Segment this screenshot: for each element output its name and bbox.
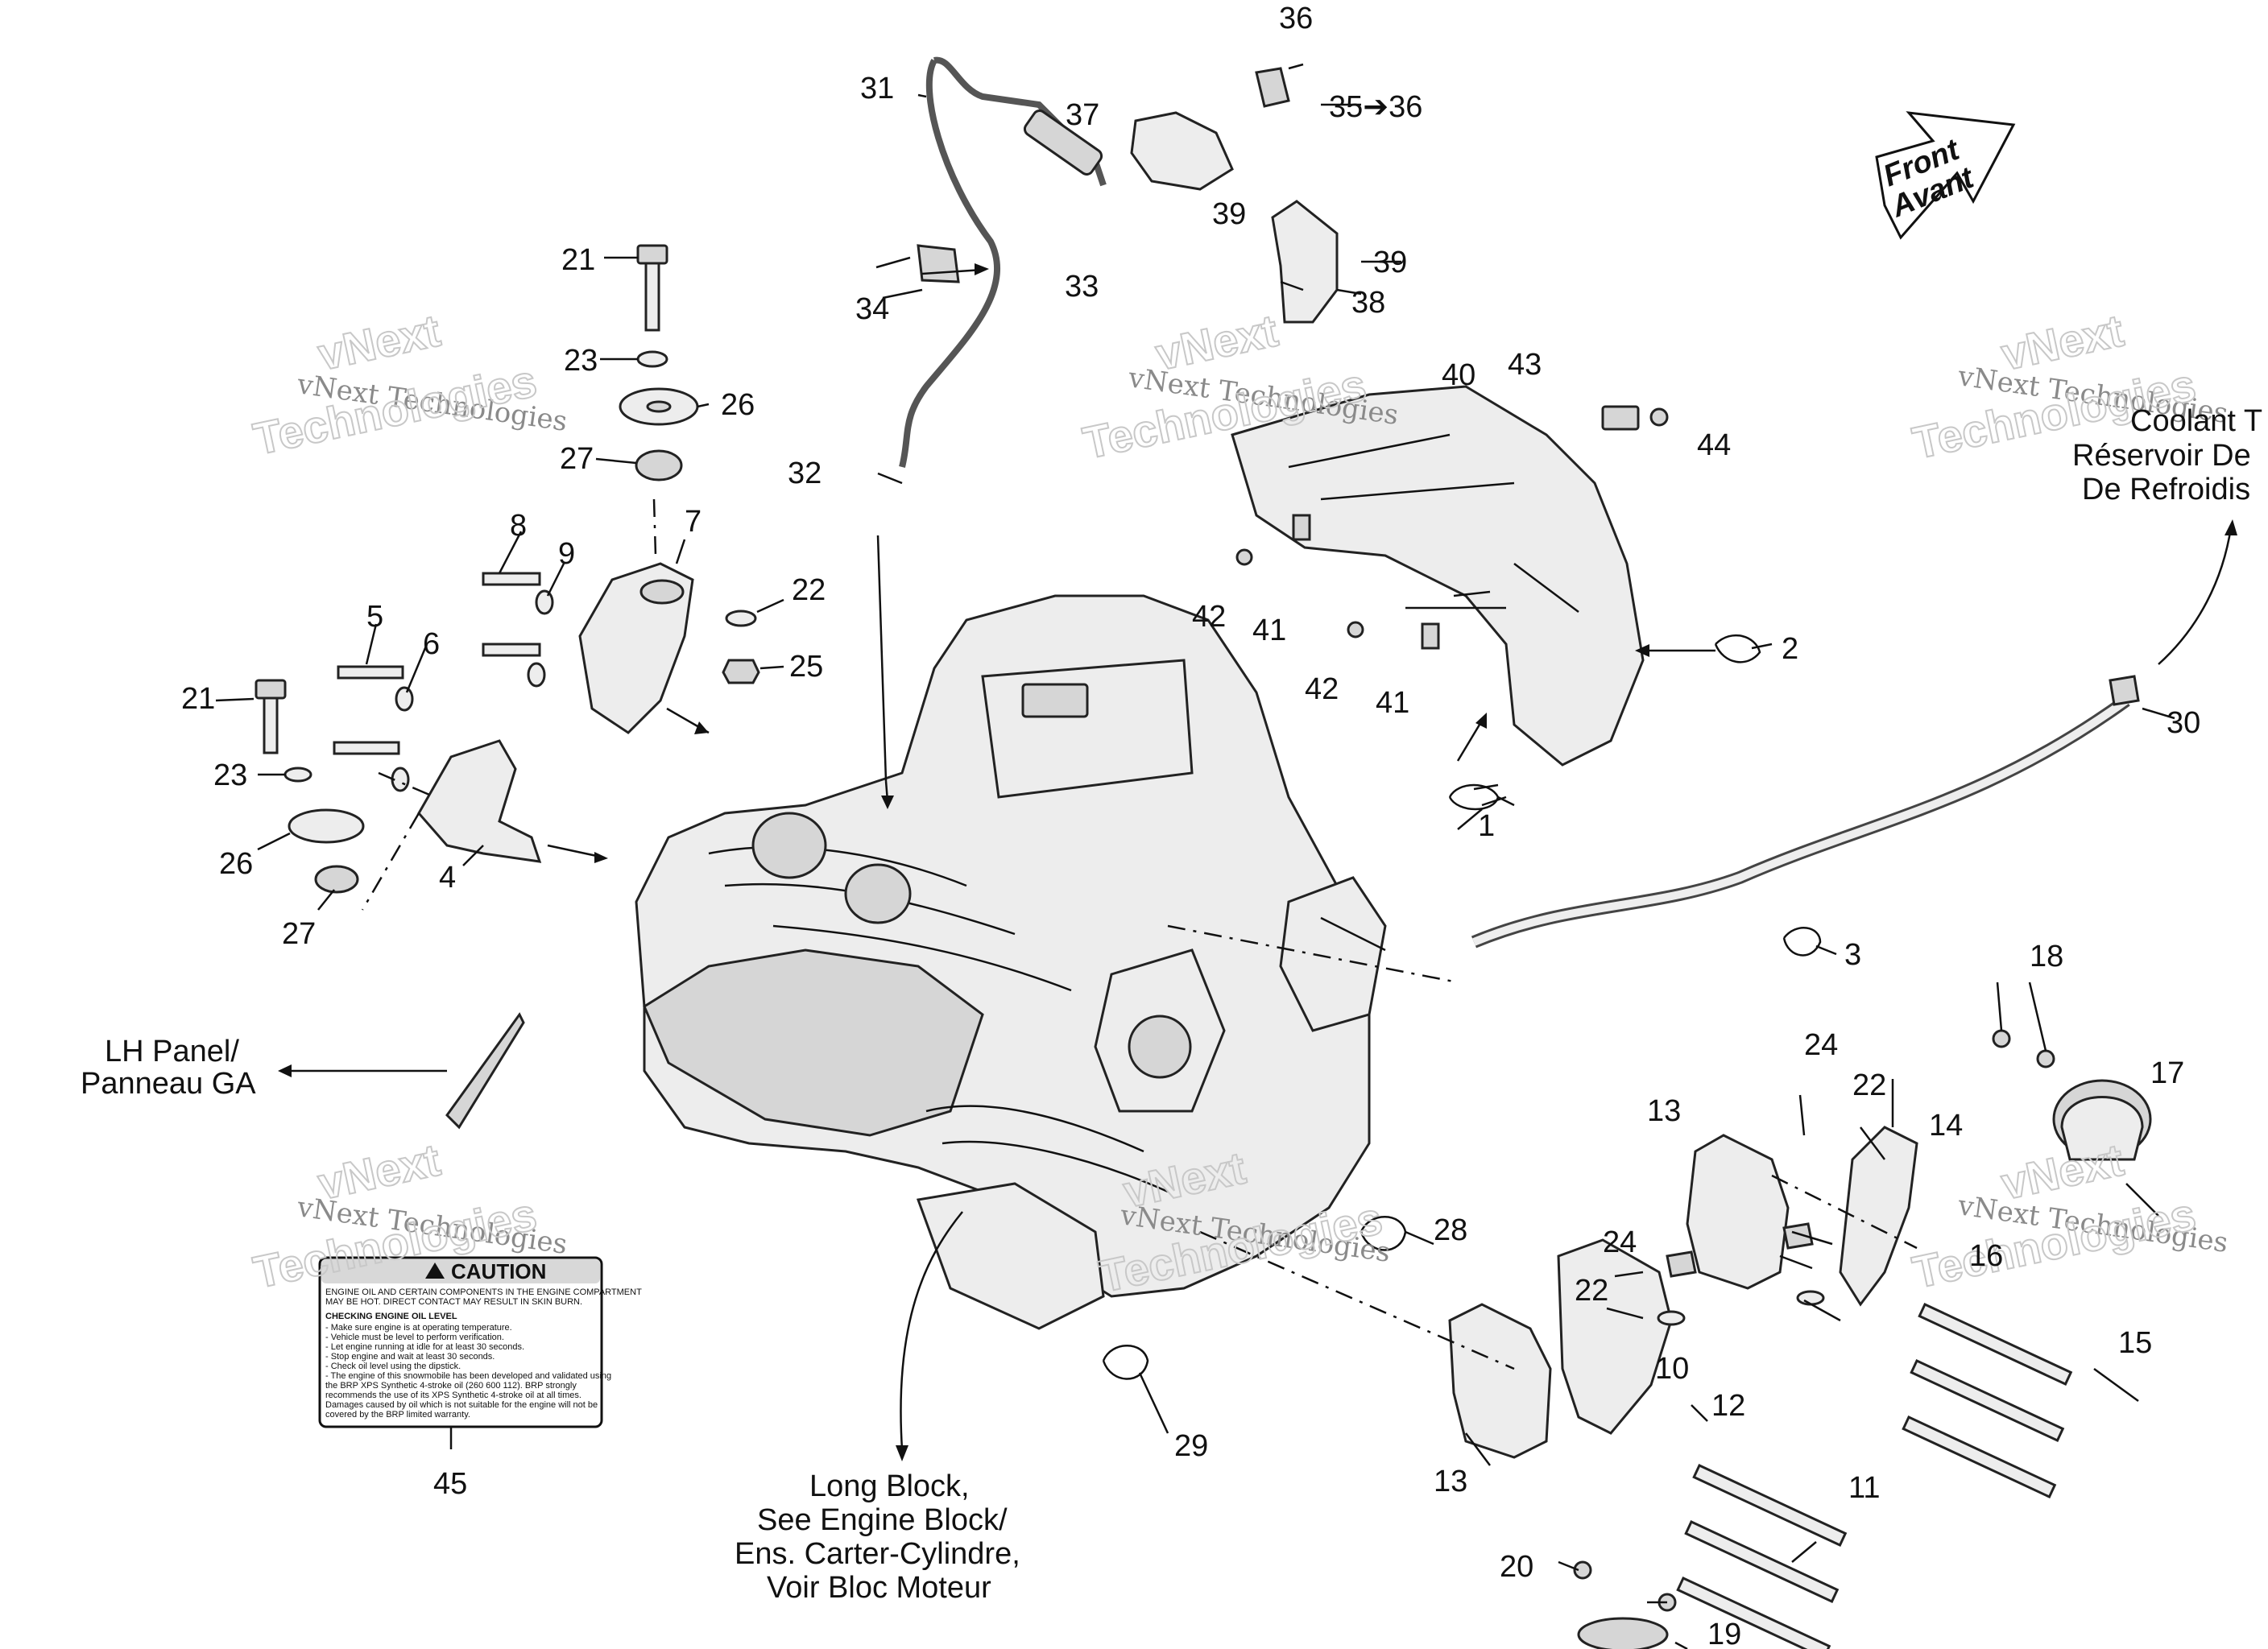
callout-44: 44 bbox=[1697, 428, 1731, 462]
callout-numbers: 1 2 3 4 5 6 7 8 9 10 11 12 13 13 14 15 1… bbox=[181, 2, 2200, 1649]
callout-33: 33 bbox=[1065, 270, 1099, 304]
callout-14: 14 bbox=[1929, 1109, 1963, 1143]
caution-line: recommends the use of its XPS Synthetic … bbox=[325, 1391, 581, 1400]
caution-line: - Vehicle must be level to perform verif… bbox=[325, 1333, 504, 1342]
callout-28: 28 bbox=[1434, 1213, 1467, 1247]
right-mount-parts bbox=[1448, 1029, 2152, 1649]
callout-35-36: 35➔36 bbox=[1329, 90, 1422, 124]
watermark-top: vNext bbox=[313, 304, 444, 379]
callout-7: 7 bbox=[685, 505, 702, 539]
caution-line: the BRP XPS Synthetic 4-stroke oil (260 … bbox=[325, 1381, 577, 1391]
callout-23: 23 bbox=[564, 344, 598, 378]
direction-arrows bbox=[278, 263, 2237, 1461]
callout-22: 22 bbox=[1852, 1068, 1886, 1102]
callout-27: 27 bbox=[282, 917, 316, 951]
callout-45: 45 bbox=[433, 1467, 467, 1501]
long-block-note: See Engine Block/ bbox=[757, 1503, 1008, 1537]
callout-24: 24 bbox=[1603, 1225, 1637, 1259]
sensor-harness-parts bbox=[899, 56, 1339, 468]
callout-39: 39 bbox=[1212, 197, 1246, 231]
caution-header-1: ENGINE OIL AND CERTAIN COMPONENTS IN THE… bbox=[325, 1287, 642, 1297]
coolant-note: De Refroidis bbox=[2082, 473, 2250, 506]
callout-9: 9 bbox=[558, 537, 575, 571]
watermark-big: Technologies bbox=[249, 355, 540, 465]
callout-31: 31 bbox=[860, 72, 894, 105]
reference-notes: Coolant T Réservoir De De Refroidis LH P… bbox=[81, 404, 2262, 1605]
left-mount-parts bbox=[255, 244, 760, 894]
callout-36: 36 bbox=[1279, 2, 1313, 35]
callout-22: 22 bbox=[792, 573, 826, 607]
callout-2: 2 bbox=[1782, 632, 1798, 666]
callout-24: 24 bbox=[1804, 1028, 1838, 1062]
callout-23: 23 bbox=[213, 758, 247, 792]
callout-39: 39 bbox=[1373, 246, 1407, 279]
caution-label: CAUTION ENGINE OIL AND CERTAIN COMPONENT… bbox=[318, 1256, 642, 1428]
engine-assembly bbox=[635, 594, 1387, 1330]
hoses-and-clamps bbox=[1102, 634, 2140, 1380]
callout-3: 3 bbox=[1844, 938, 1861, 972]
callout-8: 8 bbox=[510, 509, 527, 543]
callout-30: 30 bbox=[2167, 706, 2200, 740]
callout-18: 18 bbox=[2030, 940, 2063, 973]
callout-26: 26 bbox=[219, 847, 253, 881]
caution-line: - Let engine running at idle for at leas… bbox=[325, 1342, 524, 1352]
callout-12: 12 bbox=[1711, 1389, 1745, 1423]
callout-41: 41 bbox=[1252, 614, 1286, 647]
support-bracket-40 bbox=[1231, 385, 1669, 767]
callout-21: 21 bbox=[561, 243, 595, 277]
callout-11: 11 bbox=[1848, 1471, 1880, 1505]
callout-20: 20 bbox=[1500, 1550, 1533, 1584]
caution-line: - The engine of this snowmobile has been… bbox=[325, 1371, 611, 1381]
callout-42: 42 bbox=[1305, 672, 1339, 706]
callout-13: 13 bbox=[1647, 1094, 1681, 1128]
callout-32: 32 bbox=[788, 457, 822, 490]
callout-21: 21 bbox=[181, 682, 215, 716]
callout-22: 22 bbox=[1575, 1274, 1608, 1308]
lh-panel-note: LH Panel/ bbox=[105, 1035, 239, 1068]
callout-29: 29 bbox=[1174, 1429, 1208, 1463]
front-arrow: Front Avant bbox=[1875, 111, 2016, 240]
caution-line: - Check oil level using the dipstick. bbox=[325, 1362, 461, 1371]
coolant-note: Coolant T bbox=[2130, 404, 2262, 438]
callout-41: 41 bbox=[1376, 686, 1409, 720]
lh-panel-strip bbox=[445, 1012, 525, 1130]
caution-line: Damages caused by oil which is not suita… bbox=[325, 1400, 598, 1410]
caution-title: CAUTION bbox=[451, 1259, 546, 1283]
callout-15: 15 bbox=[2118, 1326, 2152, 1360]
callout-25: 25 bbox=[789, 650, 823, 684]
callout-10: 10 bbox=[1655, 1352, 1689, 1386]
long-block-note: Ens. Carter-Cylindre, bbox=[735, 1537, 1020, 1571]
callout-4: 4 bbox=[439, 861, 456, 895]
alignment-lines bbox=[361, 498, 1918, 1370]
long-block-note: Voir Bloc Moteur bbox=[767, 1571, 991, 1605]
lh-panel-note: Panneau GA bbox=[81, 1067, 256, 1101]
callout-13: 13 bbox=[1434, 1465, 1467, 1498]
callout-26: 26 bbox=[721, 388, 755, 422]
callout-19: 19 bbox=[1707, 1618, 1741, 1649]
callout-42: 42 bbox=[1192, 600, 1226, 634]
long-block-note: Long Block, bbox=[809, 1469, 970, 1503]
callout-16: 16 bbox=[1969, 1239, 2003, 1273]
callout-27: 27 bbox=[560, 442, 594, 476]
callout-40: 40 bbox=[1442, 358, 1475, 392]
callout-6: 6 bbox=[423, 627, 440, 661]
callout-43: 43 bbox=[1508, 348, 1542, 382]
caution-line: - Stop engine and wait at least 30 secon… bbox=[325, 1352, 495, 1362]
caution-subtitle: CHECKING ENGINE OIL LEVEL bbox=[325, 1312, 457, 1321]
leader-lines bbox=[215, 63, 2175, 1649]
caution-line: covered by the BRP limited warranty. bbox=[325, 1410, 470, 1420]
callout-1: 1 bbox=[1478, 809, 1495, 843]
callout-5: 5 bbox=[366, 600, 383, 634]
callout-34: 34 bbox=[855, 292, 889, 326]
callout-17: 17 bbox=[2150, 1056, 2184, 1090]
caution-line: - Make sure engine is at operating tempe… bbox=[325, 1323, 512, 1333]
callout-37: 37 bbox=[1066, 98, 1099, 132]
caution-header-2: MAY BE HOT. DIRECT CONTACT MAY RESULT IN… bbox=[325, 1297, 582, 1307]
coolant-note: Réservoir De bbox=[2072, 439, 2251, 473]
callout-38: 38 bbox=[1351, 286, 1385, 320]
